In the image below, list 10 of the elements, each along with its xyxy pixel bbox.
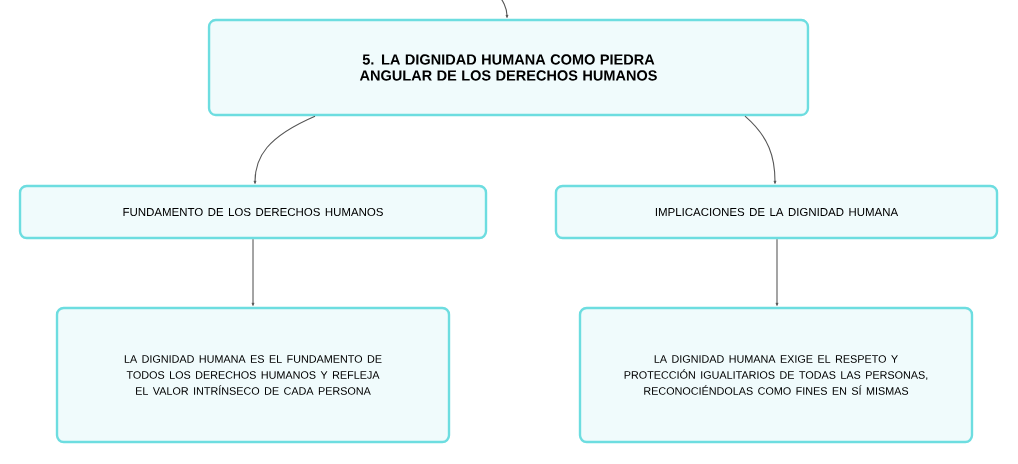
- title-box: 5. LA DIGNIDAD HUMANA COMO PIEDRA ANGULAR DE LOS DERECHOS HUMANOS: [207, 18, 810, 117]
- arrow: [253, 115, 316, 184]
- topic-box: LA DIGNIDAD HUMANA EXIGE EL RESPETO Y PROTECCIÓN IGUALITARIOS DE TODAS LAS PERSONAS, RECONOCIÉNDOLAS COMO FINES EN SÍ MISMAS: [578, 306, 974, 444]
- topic-box: FUNDAMENTO DE LOS DERECHOS HUMANOS: [18, 184, 488, 240]
- arrow: [499, 0, 509, 18]
- topic-box: LA DIGNIDAD HUMANA ES EL FUNDAMENTO DE TODOS LOS DERECHOS HUMANOS Y REFLEJA EL VALOR INTRÍNSECO DE CADA PERSONA: [55, 306, 451, 444]
- topic-box: IMPLICACIONES DE LA DIGNIDAD HUMANA: [554, 184, 999, 240]
- arrow: [775, 238, 779, 306]
- arrow: [251, 238, 255, 306]
- arrow: [744, 115, 777, 184]
